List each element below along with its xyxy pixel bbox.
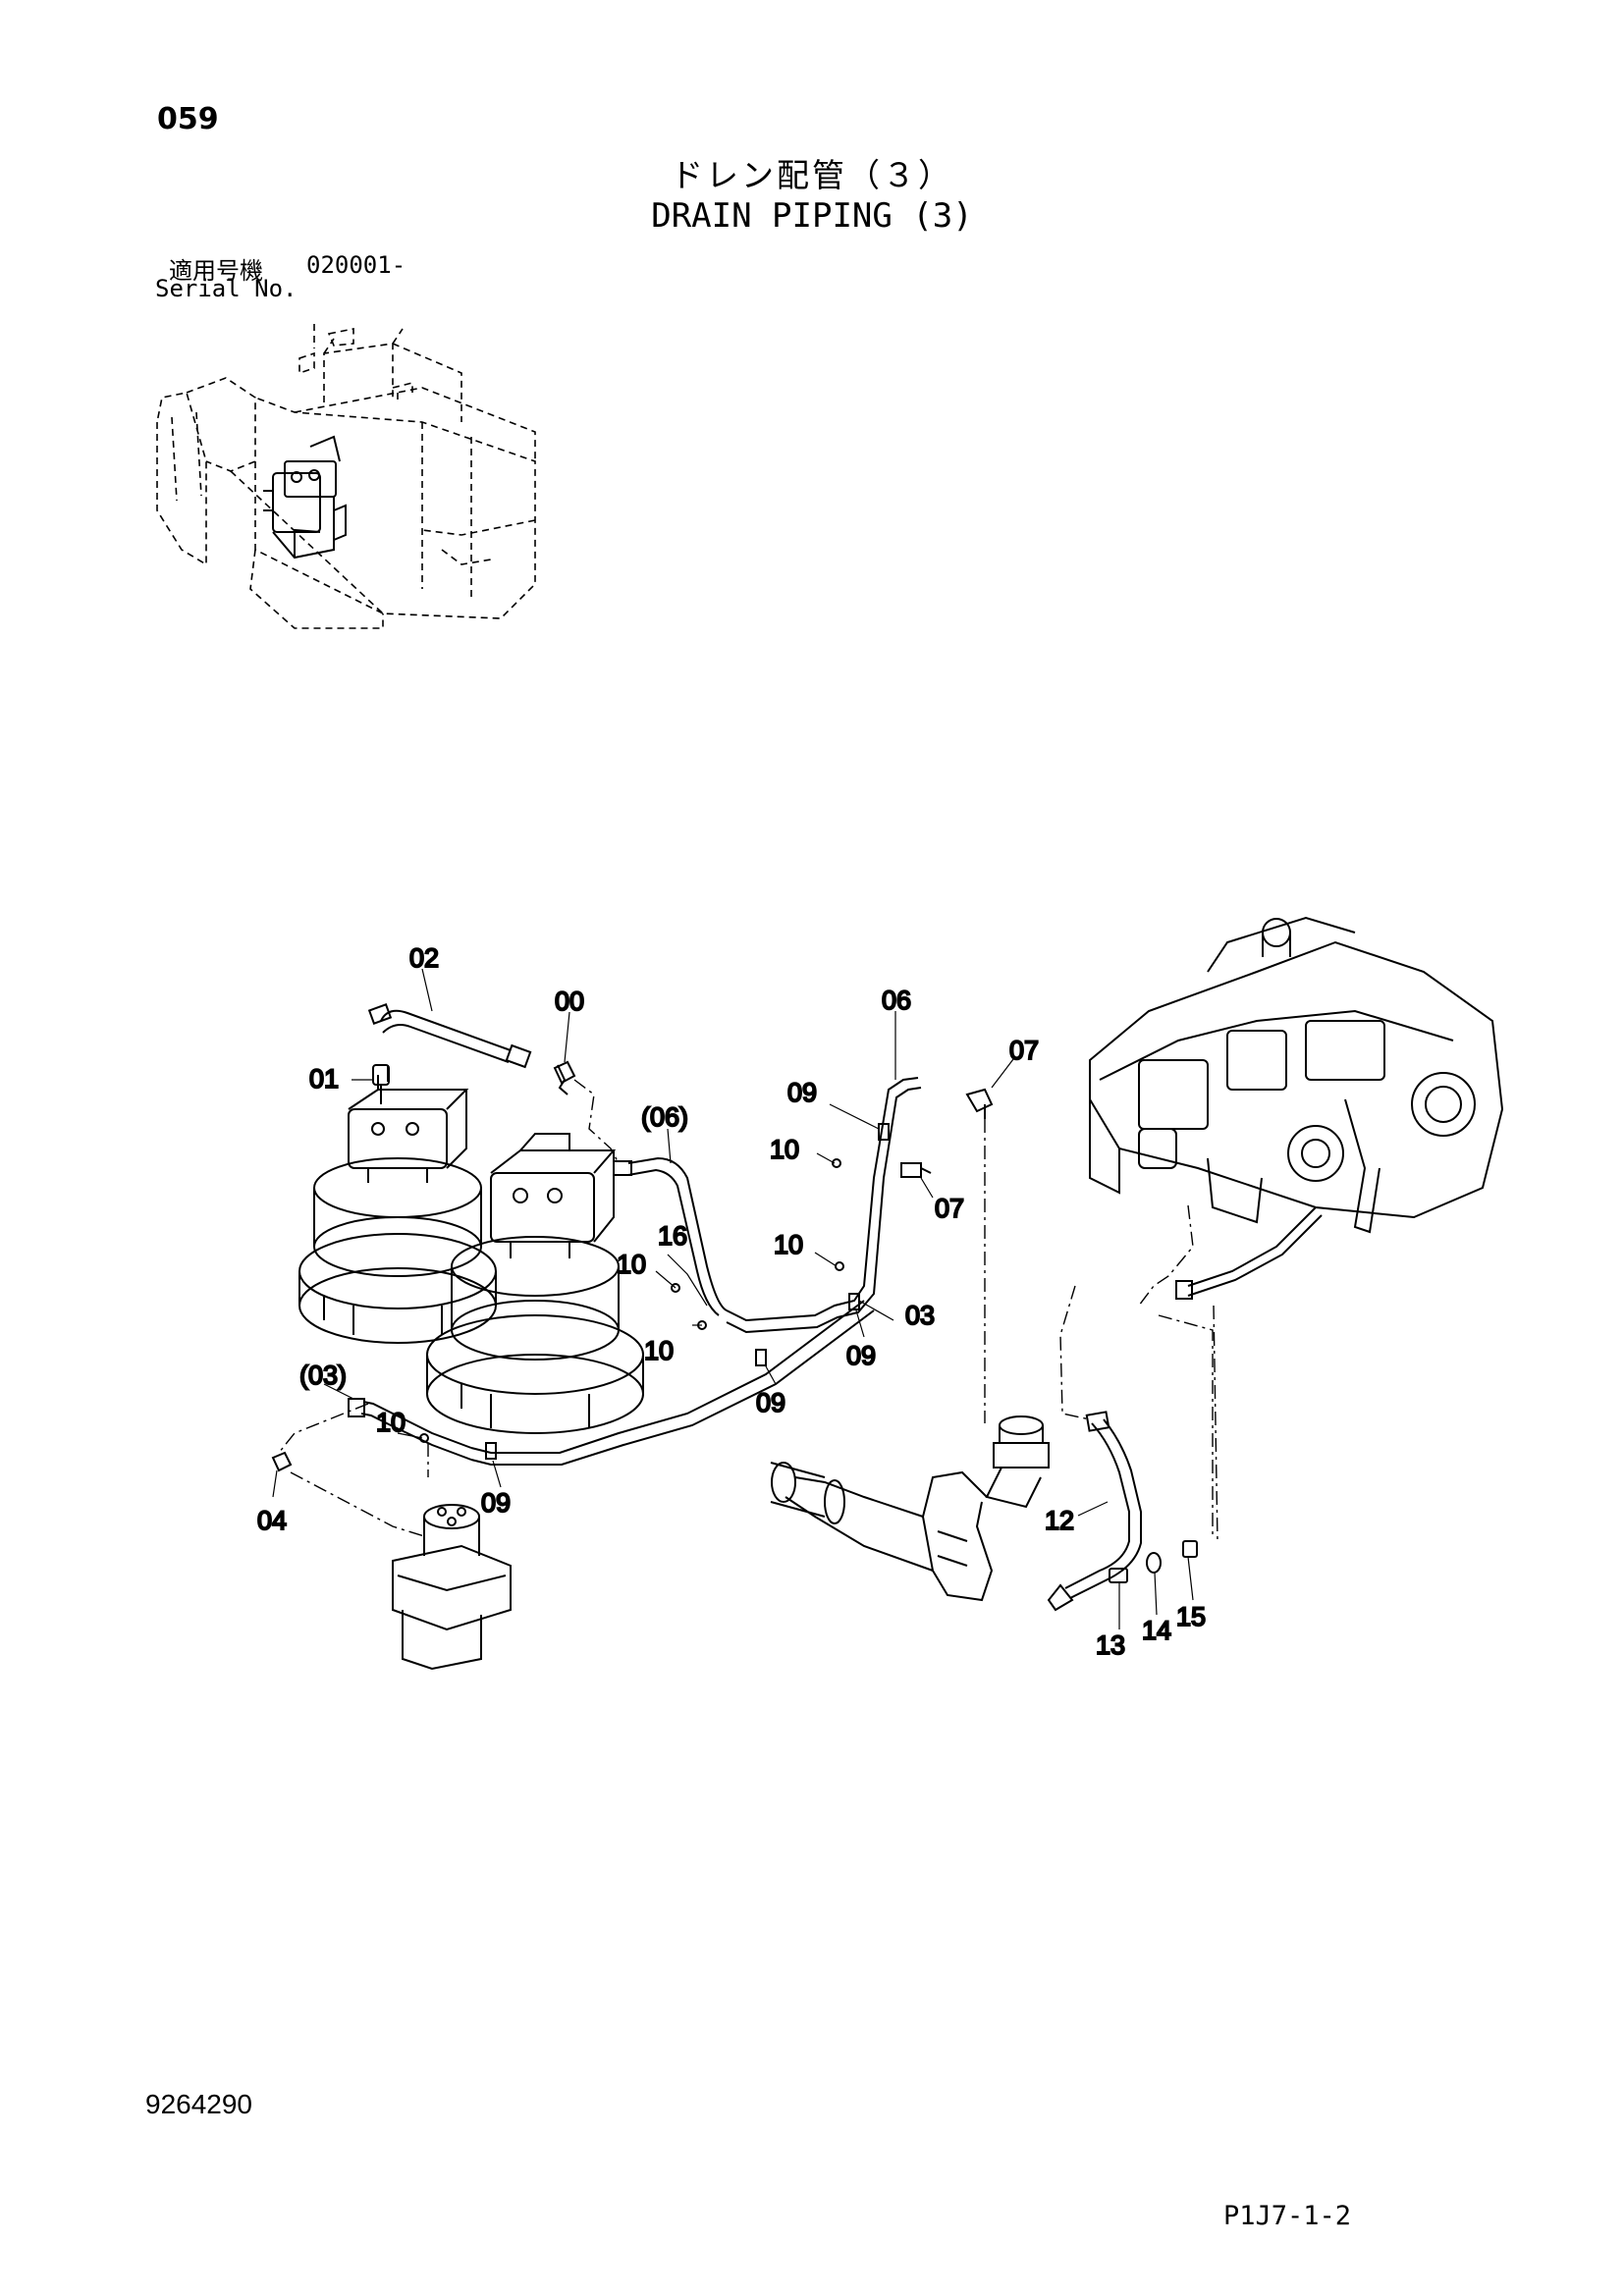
swing-motor-left <box>298 1065 497 1344</box>
page-title-english: DRAIN PIPING (3) <box>651 196 973 236</box>
callout-04: 04 <box>257 1506 287 1535</box>
callout-07-lower: 07 <box>935 1194 964 1223</box>
callout-13: 13 <box>1096 1630 1125 1660</box>
callout-10-upper: 10 <box>770 1135 799 1164</box>
callout-06: 06 <box>882 986 911 1015</box>
callout-10-lower: 10 <box>644 1336 674 1365</box>
callout-03-ref: (03) <box>299 1361 347 1390</box>
fittings-13-14-15 <box>1109 1540 1198 1583</box>
callout-10-left: 10 <box>617 1250 646 1279</box>
machine-overview-illustration <box>156 324 536 629</box>
clamps-09 <box>485 1123 890 1460</box>
hose-12 <box>1047 1411 1142 1612</box>
callout-14: 14 <box>1142 1616 1171 1645</box>
serial-number-value: 020001- <box>306 251 406 279</box>
callout-01: 01 <box>309 1064 339 1094</box>
fittings-07 <box>900 1088 994 1178</box>
hose-06 <box>613 1156 728 1316</box>
swing-motor-right <box>426 1133 644 1434</box>
page-code: P1J7-1-2 <box>1223 2201 1352 2231</box>
callout-00: 00 <box>555 987 584 1016</box>
callout-02: 02 <box>409 943 439 973</box>
leader-lines <box>272 968 1194 1629</box>
callout-03: 03 <box>905 1301 935 1330</box>
callout-09-bottom: 09 <box>481 1488 511 1518</box>
document-number: 9264290 <box>145 2089 253 2119</box>
fitting-00 <box>553 1060 576 1085</box>
fitting-04 <box>271 1451 293 1472</box>
callout-15: 15 <box>1176 1602 1206 1631</box>
callout-07-upper: 07 <box>1009 1036 1039 1065</box>
hydraulic-pump <box>1089 916 1504 1234</box>
callout-09-mid: 09 <box>846 1341 876 1370</box>
callout-12: 12 <box>1045 1506 1074 1535</box>
pump-drain-pipe <box>1175 1206 1323 1300</box>
hose-02 <box>367 1003 568 1095</box>
serial-label-japanese: 適用号機 <box>169 257 263 285</box>
pump-unit-overview <box>263 435 347 560</box>
callout-06-ref: (06) <box>641 1102 688 1132</box>
callout-16: 16 <box>658 1221 687 1251</box>
page-title-japanese: ドレン配管（３） <box>671 156 953 194</box>
connection-lines <box>278 1079 1218 1542</box>
callout-10-mid: 10 <box>774 1230 803 1259</box>
serial-label-english: Serial No. <box>155 275 298 302</box>
callout-09-lower: 09 <box>756 1388 785 1417</box>
fitting-01 <box>372 1064 390 1104</box>
center-joint <box>392 1504 512 1671</box>
callout-10-bottom: 10 <box>376 1408 406 1437</box>
page-number: 059 <box>157 102 219 136</box>
callout-09-upper: 09 <box>787 1078 817 1107</box>
suction-pipe <box>770 1415 1050 1602</box>
